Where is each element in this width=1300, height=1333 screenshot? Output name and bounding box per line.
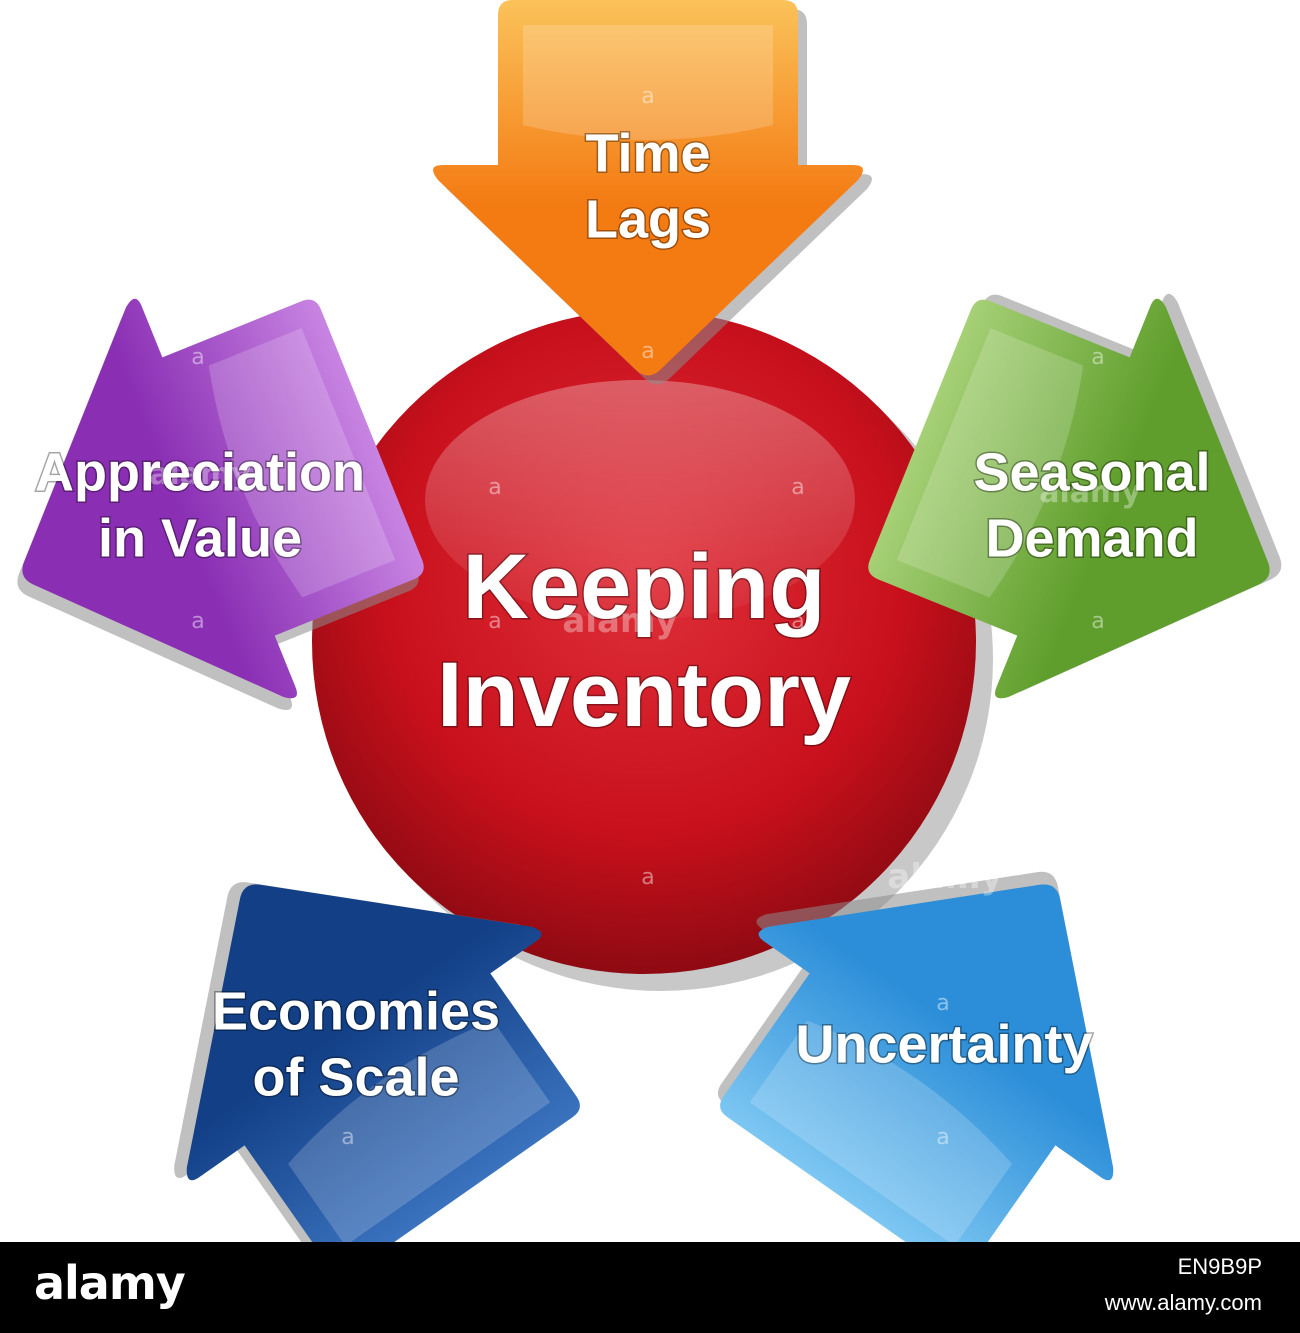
center-label: Keeping Inventory: [435, 535, 852, 748]
watermark-dot: a: [936, 1125, 949, 1150]
arrow-label-seasonal-demand-line-1: Seasonal: [973, 442, 1210, 502]
arrow-label-uncertainty-line-1: Uncertainty: [795, 1014, 1092, 1074]
watermark-dot: a: [341, 865, 354, 890]
watermark-text: alamy: [562, 601, 677, 641]
arrow-label-appreciation-in-value-line-1: Appreciation: [35, 442, 365, 502]
watermark-text: alamy: [1039, 475, 1141, 510]
arrow-shine: [896, 328, 1084, 598]
watermark-text: alamy: [887, 857, 1002, 897]
arrow-shine: [523, 25, 773, 140]
alamy-footer-bar: alamy EN9B9P www.alamy.com: [0, 1242, 1300, 1333]
image-id: EN9B9P: [1177, 1254, 1262, 1279]
arrow-shape: [433, 0, 863, 376]
arrow-shape: [720, 884, 1114, 1242]
arrow-label-time-lags-line-2: Lags: [585, 189, 711, 249]
arrow-shape: [868, 298, 1270, 699]
watermark-dot: a: [488, 475, 501, 500]
alamy-logo: alamy: [34, 1256, 186, 1310]
center-label-line-1: Keeping: [463, 536, 826, 638]
arrow-label-seasonal-demand-line-2: Demand: [985, 508, 1198, 568]
watermark-dot: a: [641, 84, 654, 109]
arrow-label-appreciation-in-value-line-2: in Value: [98, 508, 302, 568]
arrow-shine: [749, 1020, 1012, 1242]
watermark-dot: a: [191, 345, 204, 370]
watermark-dot: a: [791, 475, 804, 500]
arrow-shine: [208, 328, 396, 598]
arrow-label-time-lags-line-1: Time: [585, 123, 710, 183]
arrow-shine: [288, 1020, 551, 1242]
keeping-inventory-diagram: TimeLagsSeasonalDemandUncertaintyEconomi…: [17, 0, 1282, 1242]
footer-url: www.alamy.com: [1104, 1290, 1262, 1315]
arrow-shape: [22, 298, 424, 699]
watermark-dot: a: [791, 609, 804, 634]
watermark-dot: a: [341, 1125, 354, 1150]
watermark-dot: a: [191, 609, 204, 634]
watermark-dot: a: [641, 339, 654, 364]
watermark-dot: a: [641, 865, 654, 890]
watermark-dot: a: [1091, 609, 1104, 634]
watermark-marks: alamy alamy alamy alamy a a a a a a a a …: [149, 84, 1141, 1150]
watermark-dot: a: [488, 609, 501, 634]
arrow-uncertainty: Uncertainty: [717, 871, 1114, 1242]
arrow-shape: [186, 884, 580, 1242]
center-node: [312, 310, 993, 991]
arrow-label-economies-of-scale-line-1: Economies: [212, 981, 500, 1041]
watermark-dot: a: [1091, 345, 1104, 370]
center-label-line-2: Inventory: [437, 644, 851, 746]
watermark-text: alamy: [149, 457, 251, 492]
watermark-dot: a: [936, 991, 949, 1016]
center-shine: [425, 380, 855, 620]
arrow-label-economies-of-scale-line-2: of Scale: [252, 1047, 459, 1107]
arrows-layer: TimeLagsSeasonalDemandUncertaintyEconomi…: [17, 0, 1282, 1242]
